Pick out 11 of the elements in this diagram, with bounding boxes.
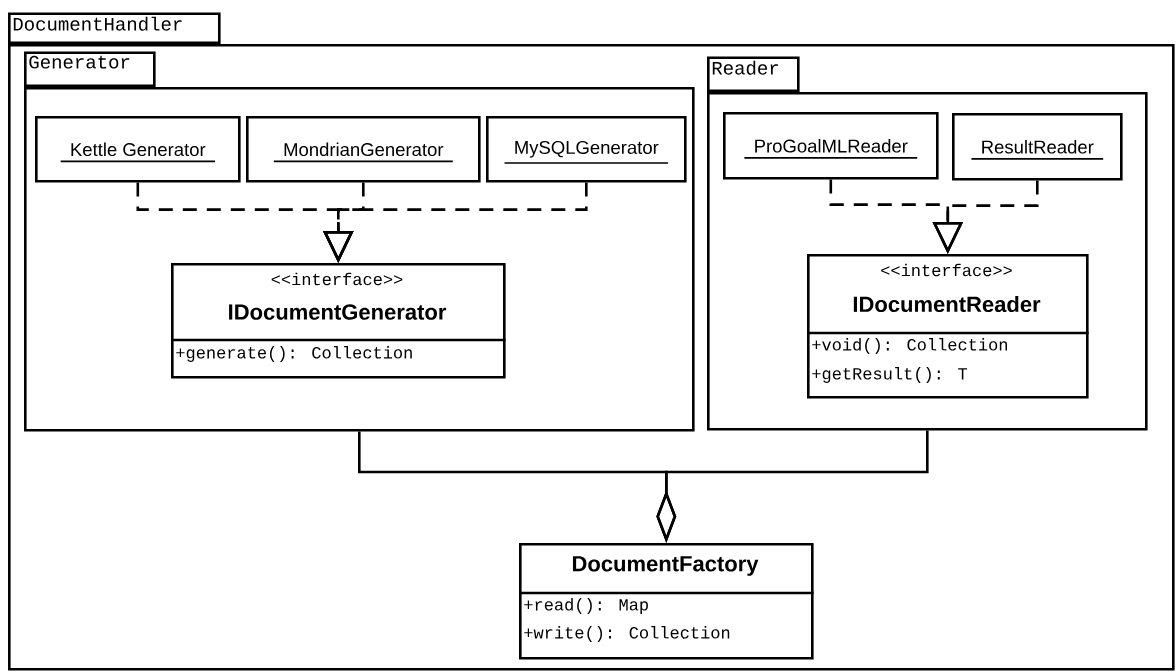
node-label: Generator: [29, 55, 130, 69]
class-box: <<interface>> IDocumentGenerator +generate(): Collection: [171, 263, 506, 379]
class-box: ProGoalMLReader: [723, 112, 939, 180]
node-label: DocumentHandler: [13, 16, 182, 31]
class-box: ResultReader: [952, 113, 1123, 181]
class-box: MondrianGenerator: [246, 116, 481, 183]
class-box: DocumentFactory +read(): Map +write(): Collection: [519, 543, 814, 660]
class-box: <<interface>> IDocumentReader +void(): Collection +getResult(): T: [807, 254, 1089, 399]
class-box: Kettle Generator: [35, 116, 241, 183]
node-label: Reader: [712, 60, 778, 75]
class-box: MySQLGenerator: [486, 116, 687, 183]
